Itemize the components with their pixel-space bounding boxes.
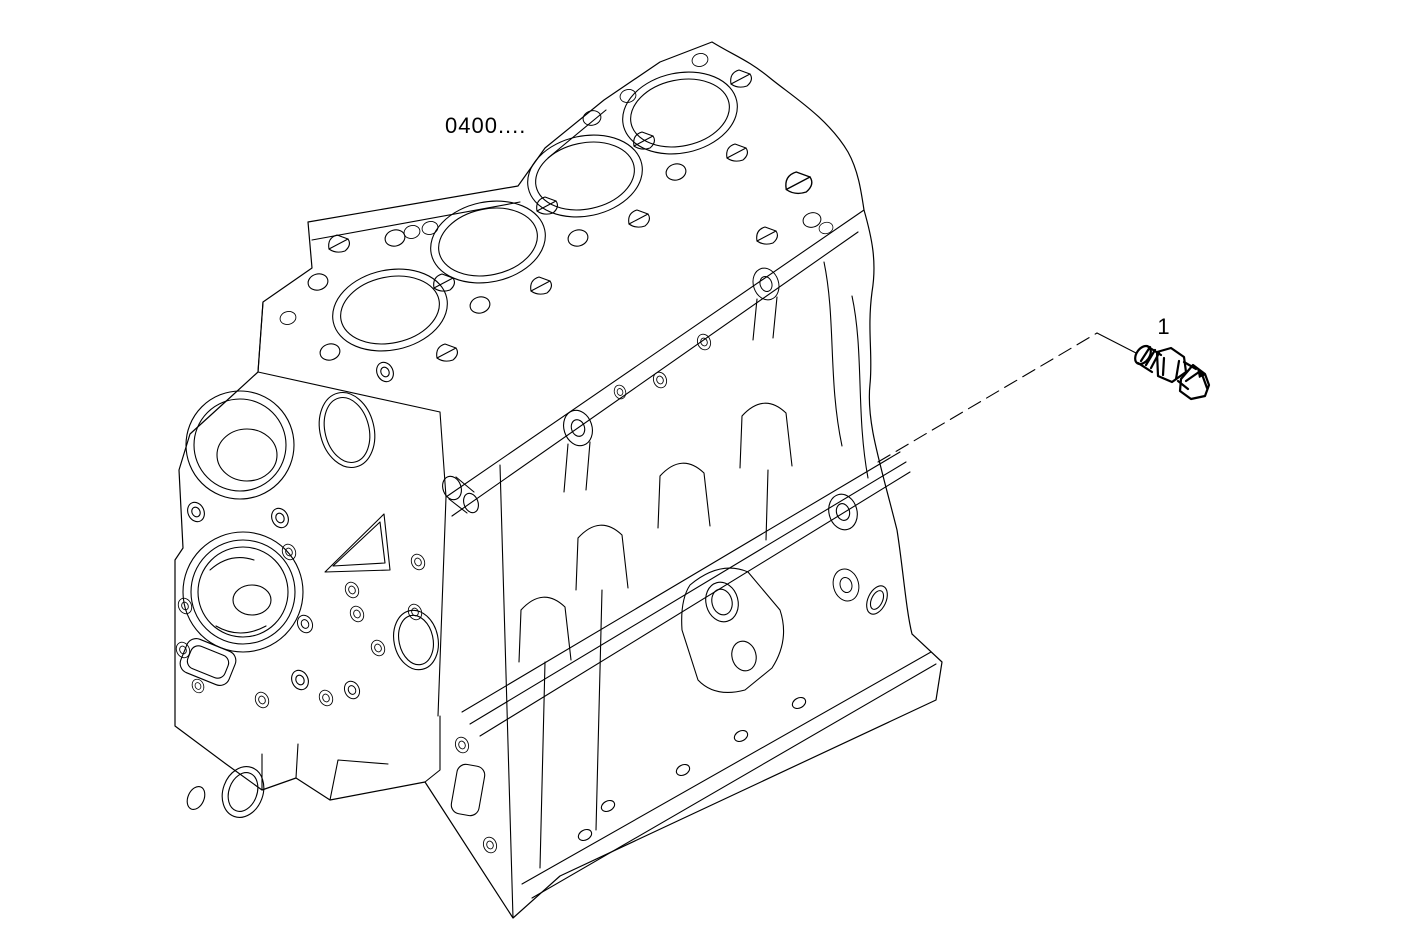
lower-liner-opening bbox=[393, 609, 439, 671]
callout-1-label: 1 bbox=[1157, 314, 1170, 339]
deck-surface bbox=[257, 51, 865, 517]
front-face-details bbox=[173, 390, 441, 818]
foot-opening bbox=[221, 766, 265, 818]
cylinder-bores bbox=[332, 71, 738, 352]
camshaft-bore-boss bbox=[185, 390, 295, 500]
assembly-code-label: 0400.... bbox=[445, 113, 526, 138]
side-face-details bbox=[461, 261, 937, 899]
liner-opening bbox=[318, 392, 376, 468]
engine-block-outline bbox=[174, 41, 943, 919]
triangular-opening bbox=[324, 513, 391, 573]
crankshaft-boss bbox=[182, 531, 304, 653]
leader-line bbox=[877, 332, 1137, 463]
part-1-oil-pressure-switch bbox=[1134, 344, 1211, 401]
center-pillar-details bbox=[437, 464, 514, 919]
connector-shadow bbox=[1197, 368, 1206, 378]
